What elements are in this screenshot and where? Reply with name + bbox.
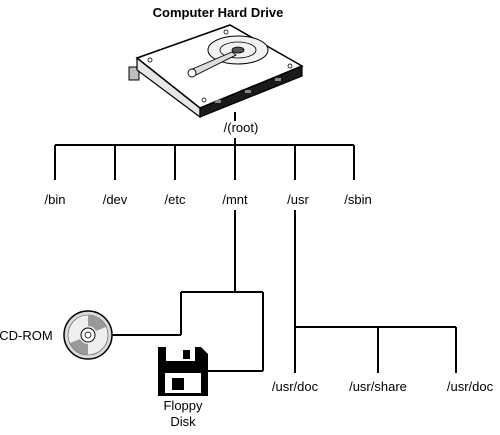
floppy-disk-icon bbox=[158, 347, 208, 396]
diagram-title: Computer Hard Drive bbox=[153, 5, 284, 20]
cdrom-label: CD-ROM bbox=[0, 328, 53, 343]
cd-rom-icon bbox=[63, 310, 113, 360]
dir-usr: /usr bbox=[287, 192, 309, 207]
root-label: /(root) bbox=[224, 120, 259, 135]
dir-sbin: /sbin bbox=[344, 192, 371, 207]
dir-etc: /etc bbox=[165, 192, 186, 207]
hard-drive-icon bbox=[128, 24, 304, 119]
tree-connectors bbox=[54, 112, 457, 373]
dir-bin: /bin bbox=[45, 192, 66, 207]
dir-usr-share: /usr/share bbox=[349, 379, 407, 394]
dir-dev: /dev bbox=[103, 192, 128, 207]
dir-usr-doc: /usr/doc bbox=[272, 379, 319, 394]
dir-mnt: /mnt bbox=[222, 192, 248, 207]
dir-usr-doc-2: /usr/doc bbox=[447, 379, 494, 394]
floppy-label-line2: Disk bbox=[170, 414, 196, 429]
floppy-label-line1: Floppy bbox=[163, 398, 203, 413]
